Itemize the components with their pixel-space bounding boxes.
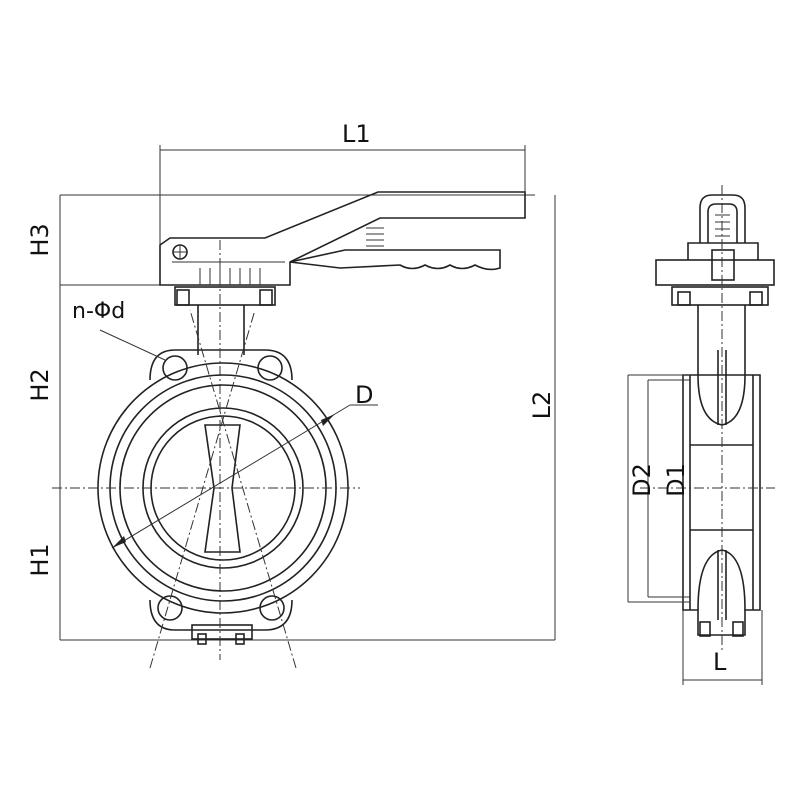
label-l2: L2 bbox=[528, 391, 556, 420]
spring-coil bbox=[366, 227, 384, 247]
top-bolt-left bbox=[176, 289, 190, 306]
side-handle-base bbox=[655, 259, 775, 286]
side-handle-body bbox=[687, 242, 759, 260]
d-dimension-line bbox=[111, 404, 351, 549]
ratchet-teeth bbox=[199, 268, 261, 285]
label-l1: L1 bbox=[342, 120, 371, 148]
lower-lugs bbox=[149, 599, 293, 631]
front-view: L1 D n-Φd H3 H2 H1 L2 bbox=[26, 120, 556, 669]
top-bolt-right bbox=[259, 289, 273, 306]
lever-handle bbox=[159, 191, 526, 286]
label-d: D bbox=[355, 381, 373, 409]
side-view: D2 D1 L bbox=[627, 185, 775, 685]
side-body bbox=[682, 374, 761, 636]
label-l: L bbox=[713, 648, 727, 676]
diagonal-centerline-a bbox=[149, 309, 256, 669]
label-h2: H2 bbox=[26, 368, 54, 401]
label-d1: D1 bbox=[662, 463, 690, 497]
side-flange bbox=[671, 286, 769, 306]
label-h3: H3 bbox=[26, 223, 54, 256]
label-d2: D2 bbox=[628, 463, 656, 497]
diagonal-centerline-b bbox=[189, 309, 297, 669]
top-flange bbox=[174, 286, 276, 306]
label-n-phi-d: n-Φd bbox=[72, 299, 125, 324]
label-h1: H1 bbox=[26, 543, 54, 576]
bolt-hole-bottom-left bbox=[157, 595, 183, 621]
bottom-stub bbox=[191, 624, 253, 640]
hole-leader bbox=[99, 329, 166, 361]
lever-grip bbox=[289, 249, 501, 271]
